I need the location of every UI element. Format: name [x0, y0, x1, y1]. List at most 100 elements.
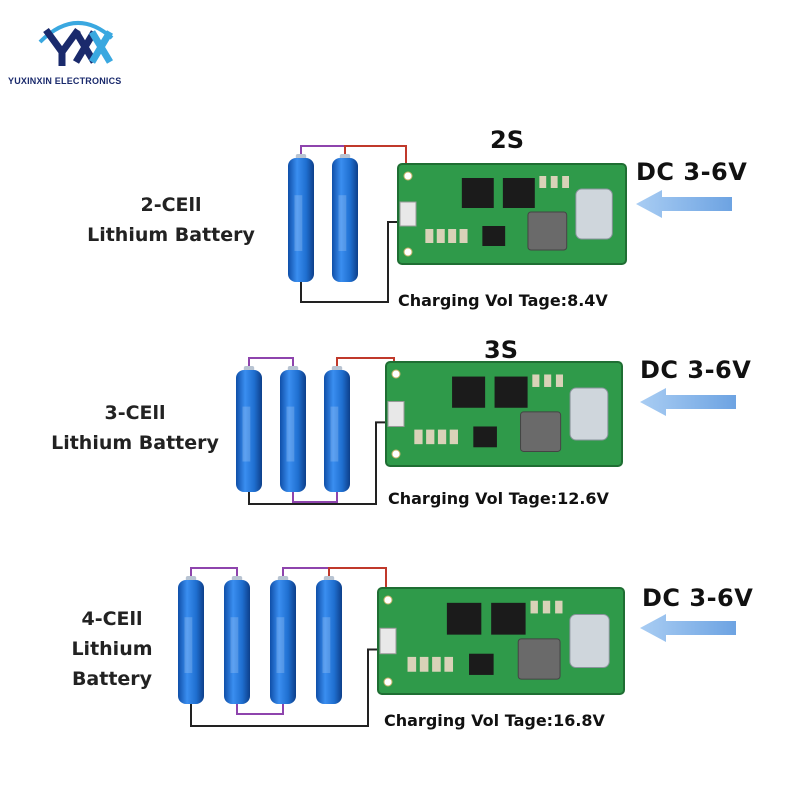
battery-cell: [236, 366, 262, 492]
charger-pcb: [385, 361, 623, 467]
negative-wire: [248, 421, 390, 505]
battery-cell: [332, 154, 358, 282]
mosfet: [482, 226, 506, 246]
smd-pad: [449, 429, 458, 445]
module-4s-cell-label: 4-CEll Lithium Battery: [62, 604, 162, 694]
input-arrow: [636, 190, 732, 218]
chip-ic: [502, 178, 535, 208]
chip-ic: [494, 376, 528, 408]
series-wire: [236, 704, 284, 715]
battery-cell: [316, 576, 342, 704]
battery-label-print: [322, 617, 331, 673]
input-arrow: [640, 388, 736, 416]
smd-pad: [532, 374, 540, 387]
smd-pad: [550, 176, 558, 188]
smd-pad: [414, 429, 423, 445]
mosfet: [473, 426, 497, 448]
smd-pad: [544, 374, 552, 387]
smd-pad: [562, 176, 569, 188]
series-wire: [292, 492, 338, 503]
usb-c-port: [575, 188, 613, 240]
smd-pad: [436, 229, 445, 243]
battery-cell: [178, 576, 204, 704]
mosfet: [469, 653, 494, 675]
battery-label-print: [330, 406, 339, 462]
smd-pad: [444, 656, 454, 672]
module-3s-title: 3S: [484, 336, 518, 364]
module-3s-cell-label: 3-CEll Lithium Battery: [40, 398, 230, 458]
arrow-shape: [640, 388, 736, 416]
arrow-shape: [640, 614, 736, 642]
charger-pcb: [377, 587, 625, 695]
module-4s-input-label: DC 3-6V: [642, 584, 754, 612]
series-wire: [248, 357, 294, 370]
smd-pad: [407, 656, 417, 672]
mount-hole: [391, 449, 401, 459]
series-wire: [282, 567, 330, 580]
usb-c-port: [569, 614, 610, 668]
smd-pad: [539, 176, 547, 188]
chip-ic: [446, 602, 482, 635]
battery-word-text: Battery: [71, 668, 153, 690]
battery-cell: [270, 576, 296, 704]
battery-cell: [324, 366, 350, 492]
battery-label-print: [338, 195, 347, 251]
smd-pad: [425, 229, 434, 243]
smd-pad: [542, 600, 551, 614]
arrow-shape: [636, 190, 732, 218]
cell-count-text: 4-CEll: [81, 608, 143, 630]
battery-pad: [379, 627, 397, 655]
chip-ic: [491, 602, 526, 635]
battery-cell: [288, 154, 314, 282]
module-3s-charging-label: Charging Vol Tage:12.6V: [388, 489, 609, 508]
mount-hole: [403, 171, 413, 181]
battery-body: [270, 580, 296, 704]
battery-body: [324, 370, 350, 492]
battery-label-print: [276, 617, 285, 673]
module-2s-cell-label: 2-CEll Lithium Battery: [76, 190, 266, 250]
mount-hole: [383, 595, 393, 605]
chip-ic: [461, 178, 494, 208]
module-2s-charging-label: Charging Vol Tage:8.4V: [398, 291, 608, 310]
cell-count-text: 2-CEll: [140, 194, 202, 216]
chip-ic: [452, 376, 486, 408]
smd-pad: [459, 229, 468, 243]
mount-hole: [391, 369, 401, 379]
battery-body: [280, 370, 306, 492]
inductor: [527, 211, 568, 251]
input-arrow: [640, 614, 736, 642]
battery-body: [224, 580, 250, 704]
smd-pad: [437, 429, 447, 445]
smd-pad: [419, 656, 429, 672]
series-wire: [300, 145, 346, 158]
smd-pad: [530, 600, 538, 614]
smd-pad: [432, 656, 441, 672]
battery-body: [178, 580, 204, 704]
battery-label-print: [286, 406, 295, 462]
battery-pad: [387, 401, 405, 427]
battery-body: [236, 370, 262, 492]
negative-wire: [190, 648, 382, 727]
battery-body: [288, 158, 314, 282]
mount-hole: [383, 677, 393, 687]
charger-pcb: [397, 163, 627, 265]
module-2s-title: 2S: [490, 126, 524, 154]
negative-wire: [300, 221, 402, 303]
battery-type-text: Lithium: [71, 638, 153, 660]
cell-count-text: 3-CEll: [104, 402, 166, 424]
smd-pad: [555, 374, 563, 387]
yxx-logo: [38, 21, 114, 66]
module-4s-charging-label: Charging Vol Tage:16.8V: [384, 711, 605, 730]
battery-body: [316, 580, 342, 704]
battery-body: [332, 158, 358, 282]
battery-type-text: Lithium Battery: [51, 432, 219, 454]
mount-hole: [403, 247, 413, 257]
battery-pad: [399, 201, 417, 227]
inductor: [517, 638, 561, 680]
brand-name: YUXINXIN ELECTRONICS: [8, 76, 122, 86]
battery-label-print: [294, 195, 303, 251]
battery-type-text: Lithium Battery: [87, 224, 255, 246]
smd-pad: [448, 229, 457, 243]
battery-label-print: [230, 617, 239, 673]
